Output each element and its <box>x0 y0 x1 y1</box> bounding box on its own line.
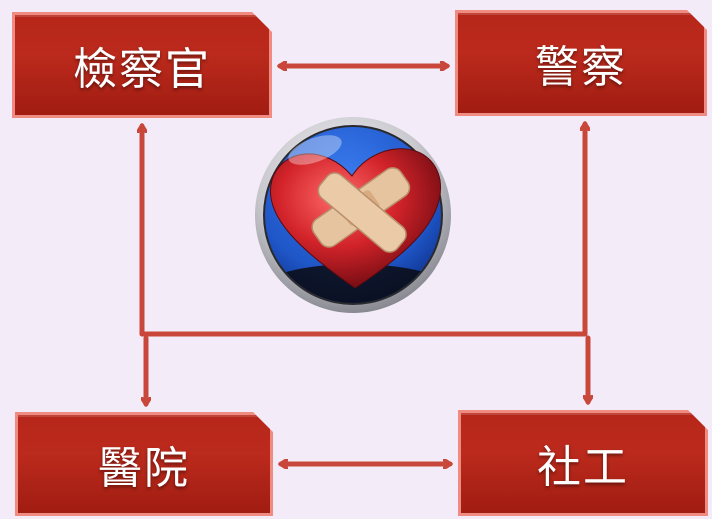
node-label-prosecutor: 檢察官 <box>73 44 211 95</box>
heart-bandage-icon <box>255 117 451 313</box>
node-social-worker: 社工 <box>458 410 708 516</box>
node-hospital: 醫院 <box>15 412 273 516</box>
node-prosecutor: 檢察官 <box>12 12 272 118</box>
node-label-hospital: 醫院 <box>98 443 190 494</box>
node-label-social-worker: 社工 <box>537 442 629 493</box>
node-police: 警察 <box>455 10 707 116</box>
node-label-police: 警察 <box>535 42 627 93</box>
